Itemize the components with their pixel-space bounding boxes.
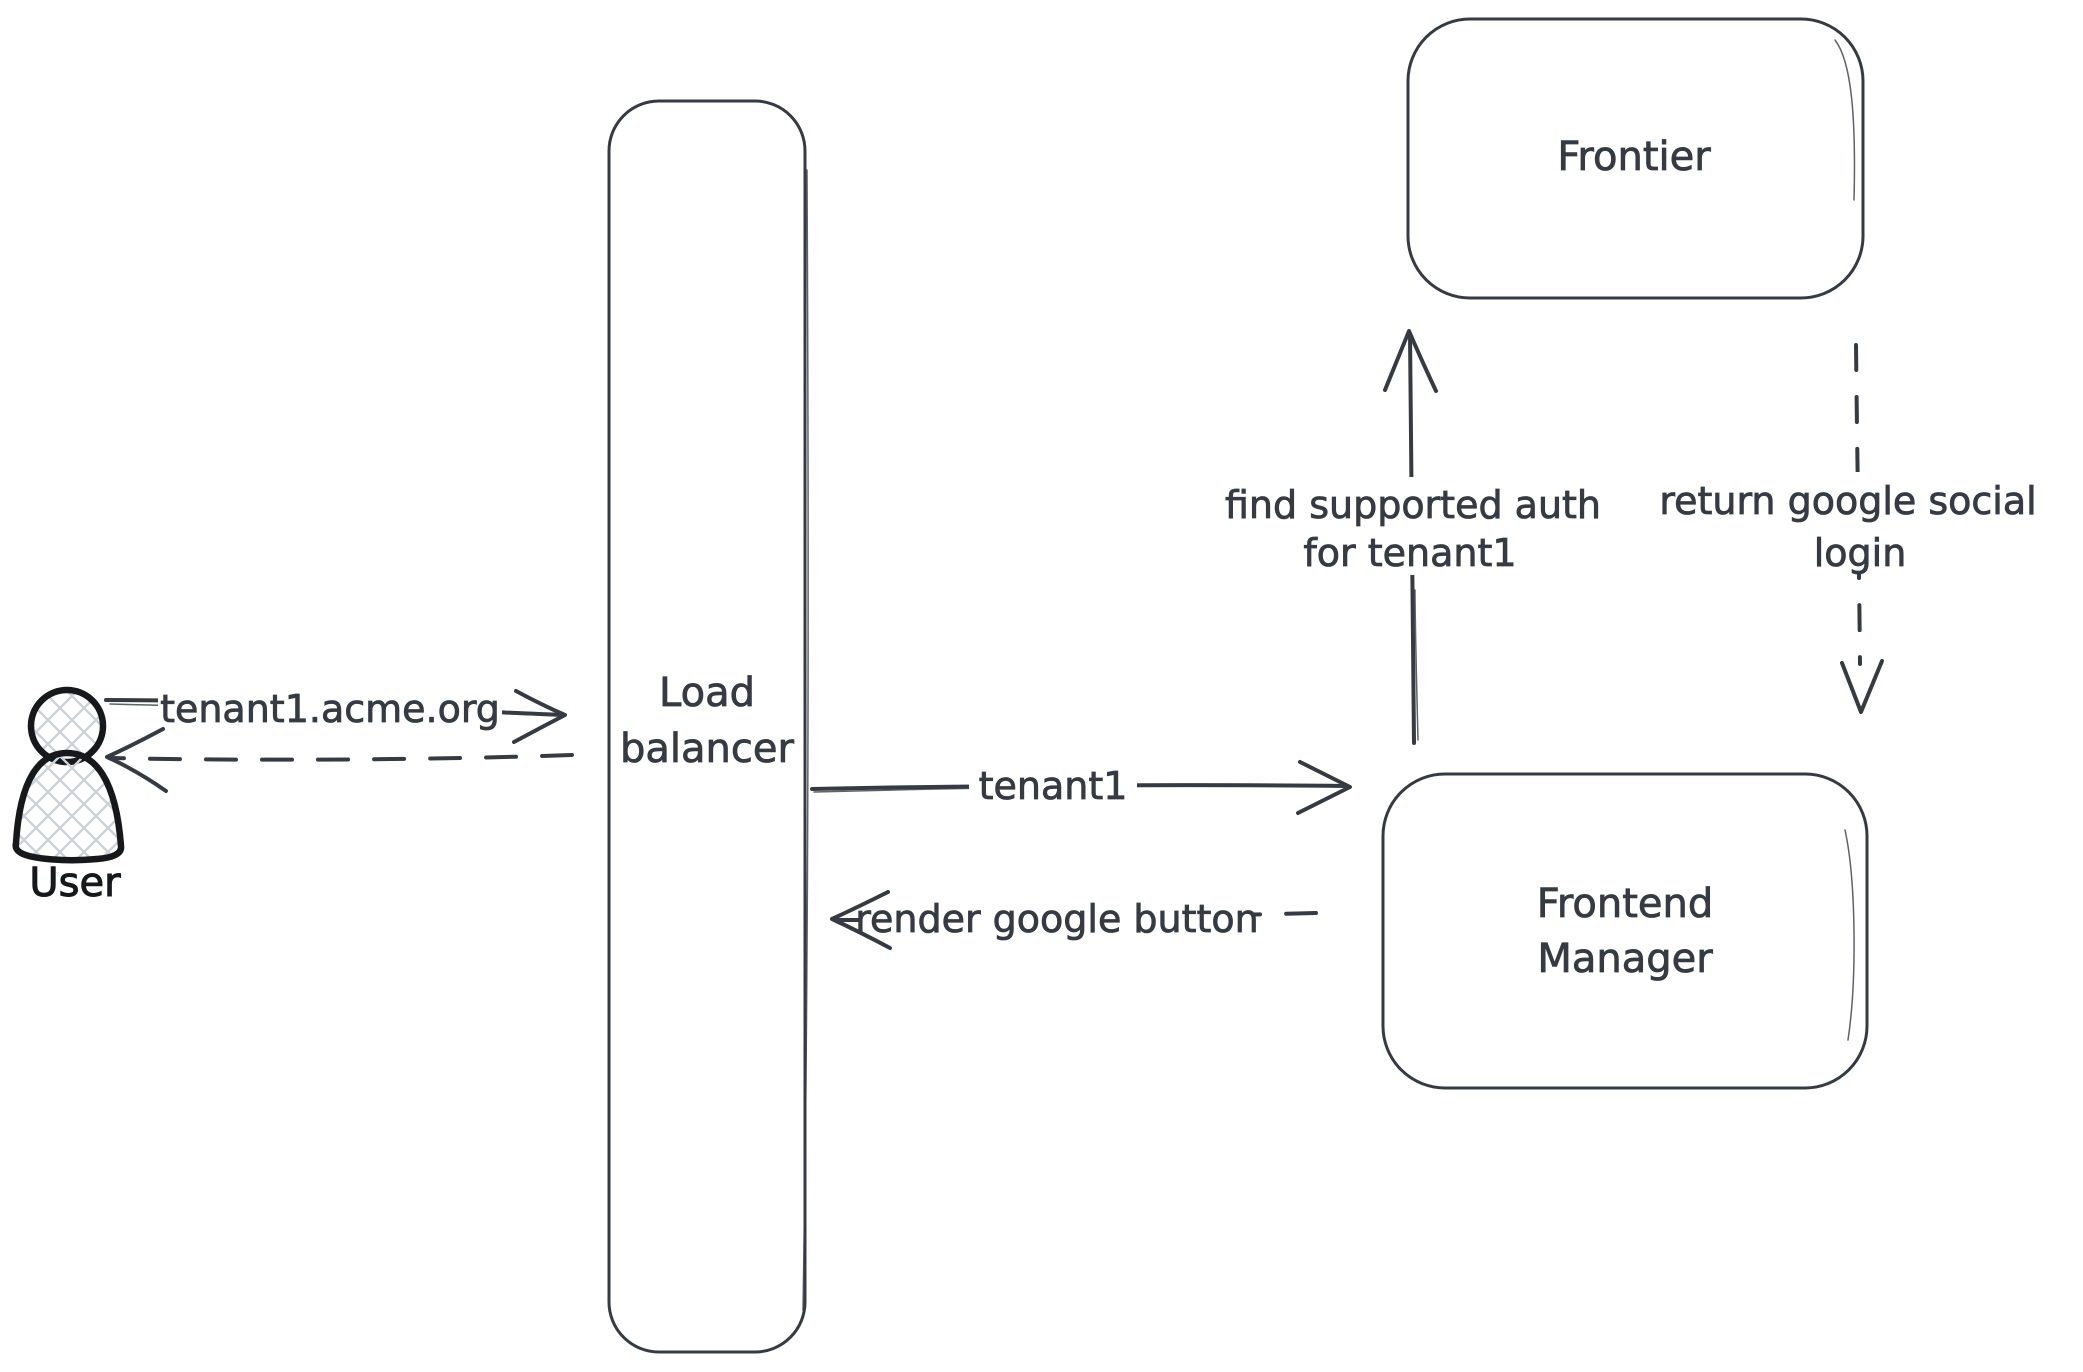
edge-load-balancer-to-frontend-manager: tenant1 (810, 758, 1352, 815)
edge-label-find-supported-auth-line2: for tenant1 (1303, 531, 1516, 575)
load-balancer-label-line2: balancer (620, 726, 794, 772)
edge-label-render-google-button: render google button (855, 897, 1259, 941)
frontend-manager-label-line2: Manager (1537, 936, 1713, 982)
arrowhead-down-icon (1840, 659, 1884, 714)
frontier-sketch-stroke (1834, 39, 1856, 201)
arrowhead-right-icon (1296, 760, 1352, 815)
edge-label-tenant1: tenant1 (979, 764, 1128, 808)
user-actor: User (12, 686, 125, 907)
edge-user-to-load-balancer: tenant1.acme.org (104, 678, 567, 744)
edge-frontend-manager-to-load-balancer: render google button (830, 890, 1318, 950)
frontier-box (1406, 17, 1865, 300)
load-balancer-box (607, 99, 807, 1354)
arrowhead-left-icon (105, 727, 168, 793)
edge-label-return-google-social-line1: return google social (1659, 479, 2036, 523)
frontier-label: Frontier (1557, 134, 1711, 180)
frontend-manager-box (1381, 772, 1869, 1090)
frontend-manager-label-line1: Frontend (1537, 881, 1714, 927)
edge-line-dashed (110, 753, 574, 762)
arrowhead-up-icon (1383, 329, 1438, 393)
load-balancer-sketch-stroke (802, 169, 809, 1311)
edge-sketch-stroke (1414, 589, 1419, 741)
arrowhead-left-icon (830, 890, 892, 950)
edge-label-bg (1640, 472, 2058, 574)
frontend-manager-node: Frontend Manager (1381, 772, 1869, 1090)
load-balancer-label-line1: Load (659, 670, 755, 716)
edge-label-tenant1-acme-org: tenant1.acme.org (160, 687, 500, 731)
edge-label-bg (1206, 477, 1620, 575)
arrowhead-right-icon (512, 689, 567, 744)
user-label: User (29, 860, 121, 906)
edge-frontier-to-frontend-manager: return google social login (1640, 343, 2058, 714)
edge-label-return-google-social-line2: login (1814, 531, 1907, 575)
frontier-node: Frontier (1406, 17, 1865, 300)
edge-load-balancer-to-user (105, 727, 574, 793)
edge-frontend-manager-to-frontier: find supported auth for tenant1 (1206, 329, 1620, 745)
edge-label-bg (862, 892, 1254, 944)
edge-label-bg (158, 678, 502, 732)
frontend-manager-sketch-stroke (1844, 829, 1855, 1041)
edge-label-bg (969, 758, 1137, 808)
edge-label-find-supported-auth-line1: find supported auth (1225, 483, 1601, 527)
edge-sketch-stroke (813, 787, 991, 793)
person-icon-body (12, 749, 125, 864)
load-balancer-node: Load balancer (607, 99, 809, 1354)
